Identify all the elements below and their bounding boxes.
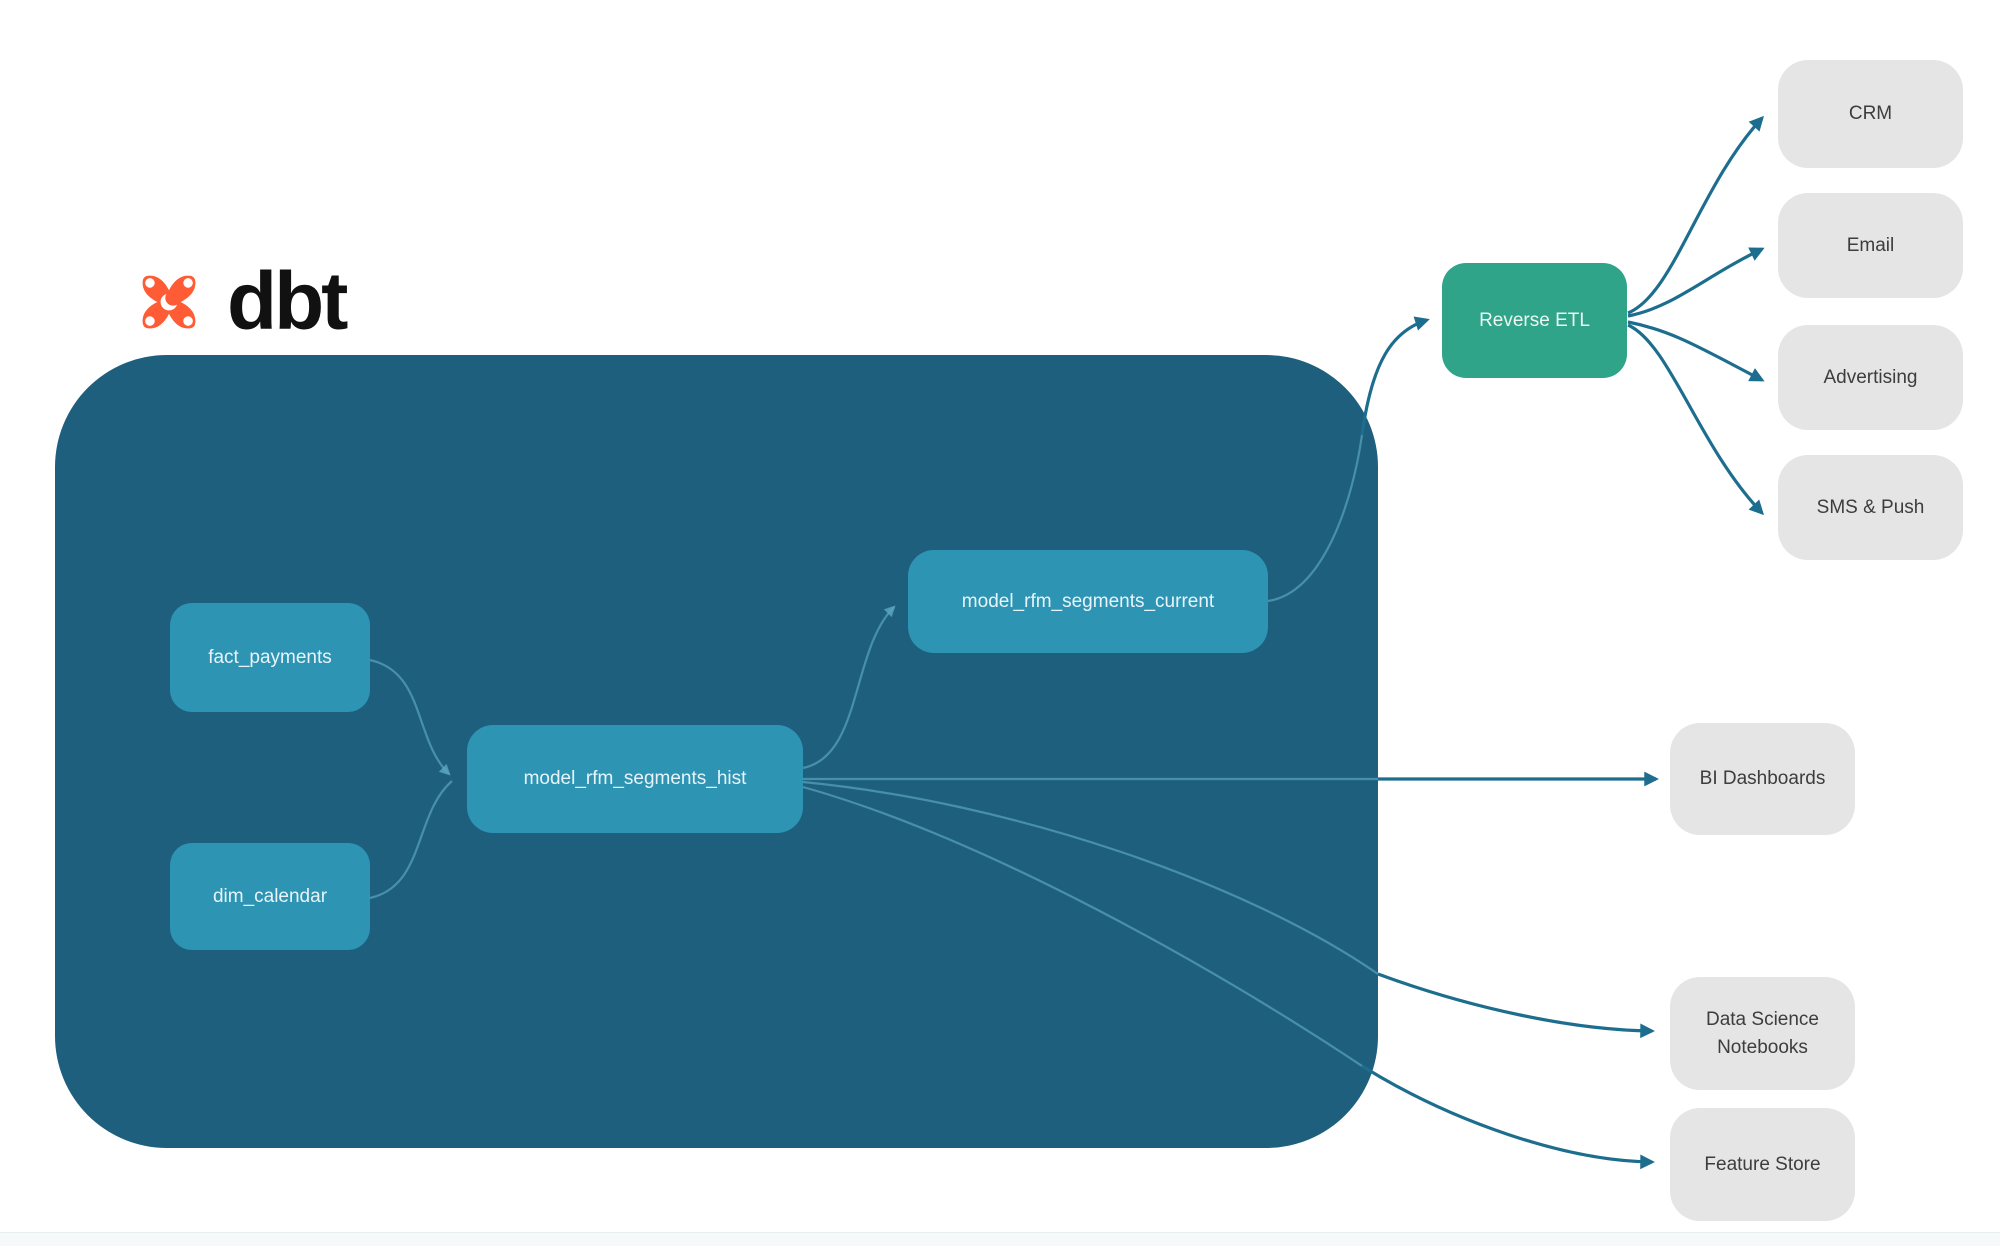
node-label: Feature Store [1704, 1153, 1821, 1175]
edge-reverse-etl-to-crm [1627, 115, 1764, 315]
node-dim-calendar: dim_calendar [170, 843, 370, 950]
dbt-wordmark: dbt [227, 256, 348, 347]
node-email: Email [1778, 193, 1963, 298]
node-fact-payments: fact_payments [170, 603, 370, 712]
node-label: Reverse ETL [1479, 309, 1590, 331]
node-label: dim_calendar [212, 885, 328, 907]
dbt-logo-icon [142, 275, 196, 329]
node-label: model_rfm_segments_current [961, 590, 1215, 612]
node-bi-dashboards: BI Dashboards [1670, 723, 1855, 835]
node-label: fact_payments [208, 646, 332, 668]
node-model-rfm-segments-hist: model_rfm_segments_hist [467, 725, 803, 833]
node-reverse-etl: Reverse ETL [1442, 263, 1627, 378]
node-label: Advertising [1823, 366, 1918, 388]
edge-current-to-reverse-etl [1360, 316, 1430, 436]
footer-strip [0, 1232, 2000, 1246]
node-label: BI Dashboards [1699, 768, 1826, 790]
node-advertising: Advertising [1778, 325, 1963, 430]
dbt-logo: dbt [125, 256, 348, 347]
node-label: SMS & Push [1816, 496, 1925, 518]
edge-reverse-etl-to-sms-push [1627, 323, 1765, 516]
node-feature-store: Feature Store [1670, 1108, 1855, 1221]
edge-reverse-etl-to-advertising [1627, 320, 1765, 382]
node-model-rfm-segments-current: model_rfm_segments_current [908, 550, 1268, 653]
node-data-science-notebooks: Data Science Notebooks [1670, 977, 1855, 1090]
edge-reverse-etl-to-email [1627, 247, 1765, 318]
node-label: Data Science Notebooks [1705, 1008, 1819, 1058]
node-crm: CRM [1778, 60, 1963, 168]
node-label: Email [1846, 234, 1895, 256]
edge-hist-to-feature-store [1361, 1064, 1655, 1170]
node-label: CRM [1848, 103, 1893, 125]
node-label: model_rfm_segments_hist [523, 768, 747, 790]
node-sms-push: SMS & Push [1778, 455, 1963, 560]
edge-hist-to-data-science-notebooks [1377, 972, 1655, 1039]
